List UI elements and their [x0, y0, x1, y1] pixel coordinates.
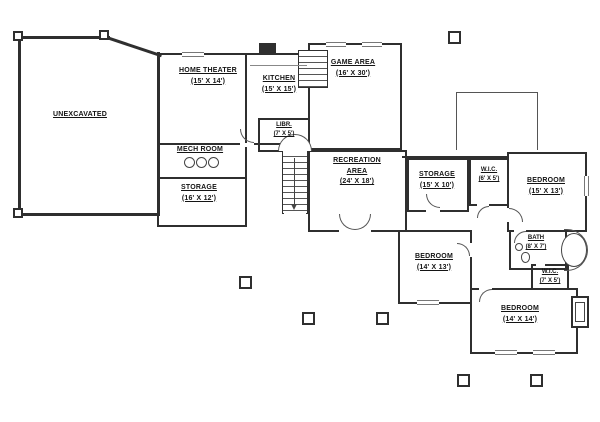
room-label-bedroom-1: BEDROOM (15' X 13') — [514, 176, 578, 197]
deck-post — [376, 312, 389, 325]
fireplace-inner — [575, 302, 585, 322]
window — [533, 350, 555, 355]
storage-room-1 — [157, 177, 247, 227]
room-dims: (14' X 14') — [502, 315, 538, 323]
wall-pilaster — [99, 30, 109, 40]
door-gap — [479, 286, 492, 290]
room-dims: (14' X 13') — [416, 263, 452, 271]
deck-post — [457, 374, 470, 387]
room-dims: (16' X 30') — [335, 69, 371, 77]
stairs-arrow-head — [291, 204, 297, 210]
stairs-arrow-line — [294, 158, 295, 204]
room-label-wic-2: W.I.C. (7' X 5') — [532, 268, 568, 286]
window-well — [259, 43, 276, 54]
door-gap — [426, 208, 440, 213]
window — [417, 300, 439, 305]
room-label-bedroom-3: BEDROOM (14' X 14') — [488, 304, 552, 325]
window — [182, 52, 204, 57]
room-name: BATH — [527, 235, 545, 241]
room-label-wic-1: W.I.C. (6' X 5') — [468, 166, 510, 184]
window — [362, 42, 382, 47]
door-gap — [477, 202, 489, 207]
room-label-recreation: RECREATION AREA (24' X 18') — [328, 156, 386, 188]
upper-stairs — [298, 50, 328, 88]
room-label-bath: BATH (8' X 7') — [511, 234, 561, 252]
room-name: UNEXCAVATED — [53, 111, 107, 118]
room-dims: (6' X 5') — [478, 176, 500, 182]
room-name: BEDROOM — [415, 253, 453, 260]
room-dims: (15' X 13') — [528, 187, 564, 195]
room-name: HOME THEATER — [179, 67, 237, 74]
room-name: LIBR. — [276, 122, 292, 128]
room-dims: (7' X 5') — [273, 131, 295, 137]
door-arc — [477, 206, 489, 218]
bathtub — [561, 233, 587, 267]
room-dims: (8' X 7') — [525, 244, 547, 250]
mech-equipment-circle — [184, 157, 195, 168]
room-name: MECH ROOM — [176, 146, 224, 153]
room-label-storage-1: STORAGE (16' X 12') — [166, 183, 232, 204]
window — [326, 42, 346, 47]
room-dims: (24' X 18') — [339, 178, 375, 185]
mech-equipment-circle — [208, 157, 219, 168]
door-arc — [479, 289, 492, 302]
window — [584, 176, 589, 196]
room-name: BEDROOM — [527, 177, 565, 184]
room-label-library: LIBR. (7' X 5') — [262, 121, 306, 139]
room-name: GAME AREA — [330, 59, 376, 66]
room-label-kitchen: KITCHEN (15' X 15') — [252, 74, 306, 95]
mech-equipment-circle — [196, 157, 207, 168]
wall-pilaster — [13, 208, 23, 218]
deck-post — [448, 31, 461, 44]
toilet — [521, 252, 530, 263]
room-name: KITCHEN — [262, 75, 296, 82]
chamfer-wall — [106, 36, 163, 58]
room-name: STORAGE — [419, 171, 455, 178]
room-label-game-area: GAME AREA (16' X 30') — [324, 58, 382, 79]
deck-post — [302, 312, 315, 325]
game-area-room — [308, 43, 402, 150]
room-label-bedroom-2: BEDROOM (14' X 13') — [402, 252, 466, 273]
room-dims: (15' X 15') — [261, 85, 297, 93]
kitchen-counter — [250, 57, 307, 66]
wall-segment — [18, 213, 160, 216]
door-gap — [470, 243, 474, 257]
room-name: STORAGE — [181, 184, 217, 191]
deck-post — [239, 276, 252, 289]
porch-outline — [456, 92, 538, 150]
room-dims: (16' X 12') — [181, 194, 217, 202]
window — [495, 350, 517, 355]
room-label-unexcavated: UNEXCAVATED — [28, 110, 132, 121]
door-gap — [514, 228, 526, 232]
room-name: RECREATION AREA — [333, 157, 381, 175]
room-label-storage-2: STORAGE (15' X 10') — [408, 170, 466, 191]
door-arc — [514, 231, 526, 243]
wall-pilaster — [13, 31, 23, 41]
sink — [515, 243, 523, 251]
room-name: BEDROOM — [501, 305, 539, 312]
room-dims: (15' X 10') — [419, 181, 455, 189]
room-label-mech-room: MECH ROOM — [162, 145, 238, 156]
wall-segment — [18, 36, 21, 216]
room-label-home-theater: HOME THEATER (15' X 14') — [168, 66, 248, 87]
door-gap — [240, 143, 254, 147]
room-dims: (7' X 5') — [539, 278, 561, 284]
room-name: W.I.C. — [480, 167, 498, 173]
door-gap — [284, 212, 306, 216]
room-name: W.I.C. — [541, 269, 559, 275]
room-dims: (15' X 14') — [190, 77, 226, 85]
deck-post — [530, 374, 543, 387]
wall-segment — [18, 36, 110, 39]
door-gap — [339, 229, 371, 233]
wall-segment — [245, 55, 247, 143]
door-gap — [536, 262, 545, 266]
wall-segment — [402, 156, 507, 158]
